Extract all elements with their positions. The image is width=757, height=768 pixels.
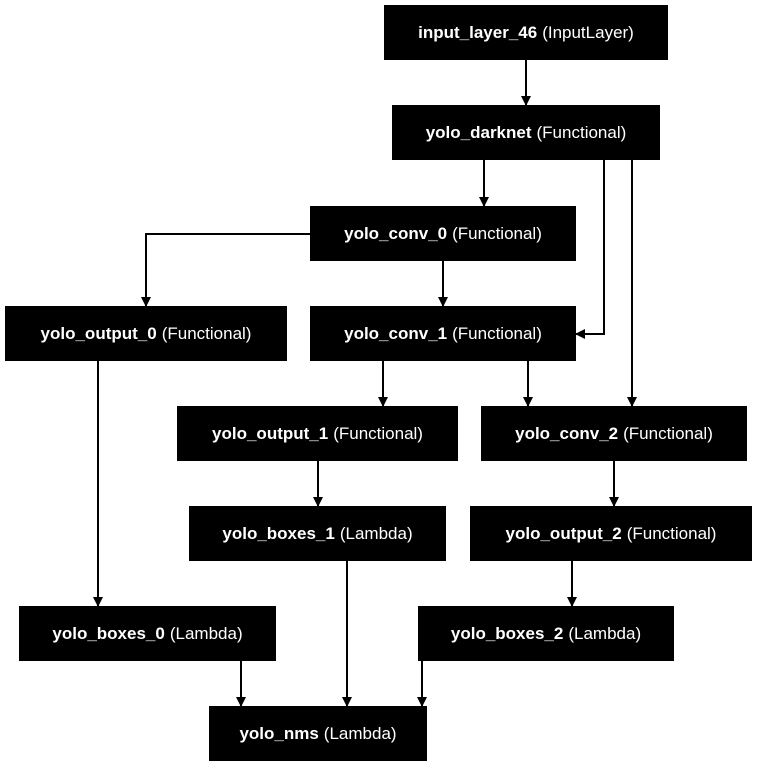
node-type: (Functional) [452, 223, 542, 243]
node-name: yolo_output_2 [505, 523, 622, 543]
node-name: yolo_conv_2 [515, 423, 619, 443]
node-yolo-darknet: yolo_darknet(Functional) [392, 105, 660, 160]
node-name: input_layer_46 [418, 22, 538, 42]
node-name: yolo_boxes_1 [222, 523, 335, 543]
node-name: yolo_darknet [425, 122, 532, 142]
node-name: yolo_boxes_2 [450, 623, 564, 643]
node-yolo-output-1: yolo_output_1(Functional) [177, 406, 458, 461]
node-yolo-nms: yolo_nms(Lambda) [209, 706, 427, 761]
node-type: (Functional) [536, 122, 627, 142]
node-type: (Lambda) [169, 623, 243, 643]
node-type: (InputLayer) [542, 22, 634, 42]
node-yolo-boxes-0: yolo_boxes_0(Lambda) [19, 606, 276, 661]
node-type: (Lambda) [568, 623, 642, 643]
node-type: (Functional) [626, 523, 717, 543]
node-yolo-output-0: yolo_output_0(Functional) [5, 306, 287, 361]
node-yolo-conv-0: yolo_conv_0(Functional) [310, 206, 576, 261]
node-type: (Functional) [623, 423, 713, 443]
node-input-layer-46: input_layer_46(InputLayer) [384, 5, 668, 60]
node-type: (Lambda) [323, 723, 397, 743]
node-type: (Functional) [161, 323, 252, 343]
node-name: yolo_output_1 [212, 423, 329, 443]
edge-conv0-output0 [141, 233, 310, 307]
node-name: yolo_output_0 [40, 323, 157, 343]
node-type: (Functional) [333, 423, 423, 443]
node-yolo-conv-1: yolo_conv_1(Functional) [310, 306, 576, 361]
node-name: yolo_conv_0 [344, 223, 448, 243]
node-name: yolo_boxes_0 [52, 623, 165, 643]
node-type: (Lambda) [339, 523, 413, 543]
node-yolo-boxes-1: yolo_boxes_1(Lambda) [189, 506, 446, 561]
node-yolo-output-2: yolo_output_2(Functional) [470, 506, 752, 561]
edge-darknet-conv1 [575, 160, 605, 339]
node-type: (Functional) [452, 323, 542, 343]
node-name: yolo_conv_1 [344, 323, 448, 343]
node-yolo-boxes-2: yolo_boxes_2(Lambda) [418, 606, 674, 661]
node-yolo-conv-2: yolo_conv_2(Functional) [481, 406, 747, 461]
node-name: yolo_nms [239, 723, 319, 743]
